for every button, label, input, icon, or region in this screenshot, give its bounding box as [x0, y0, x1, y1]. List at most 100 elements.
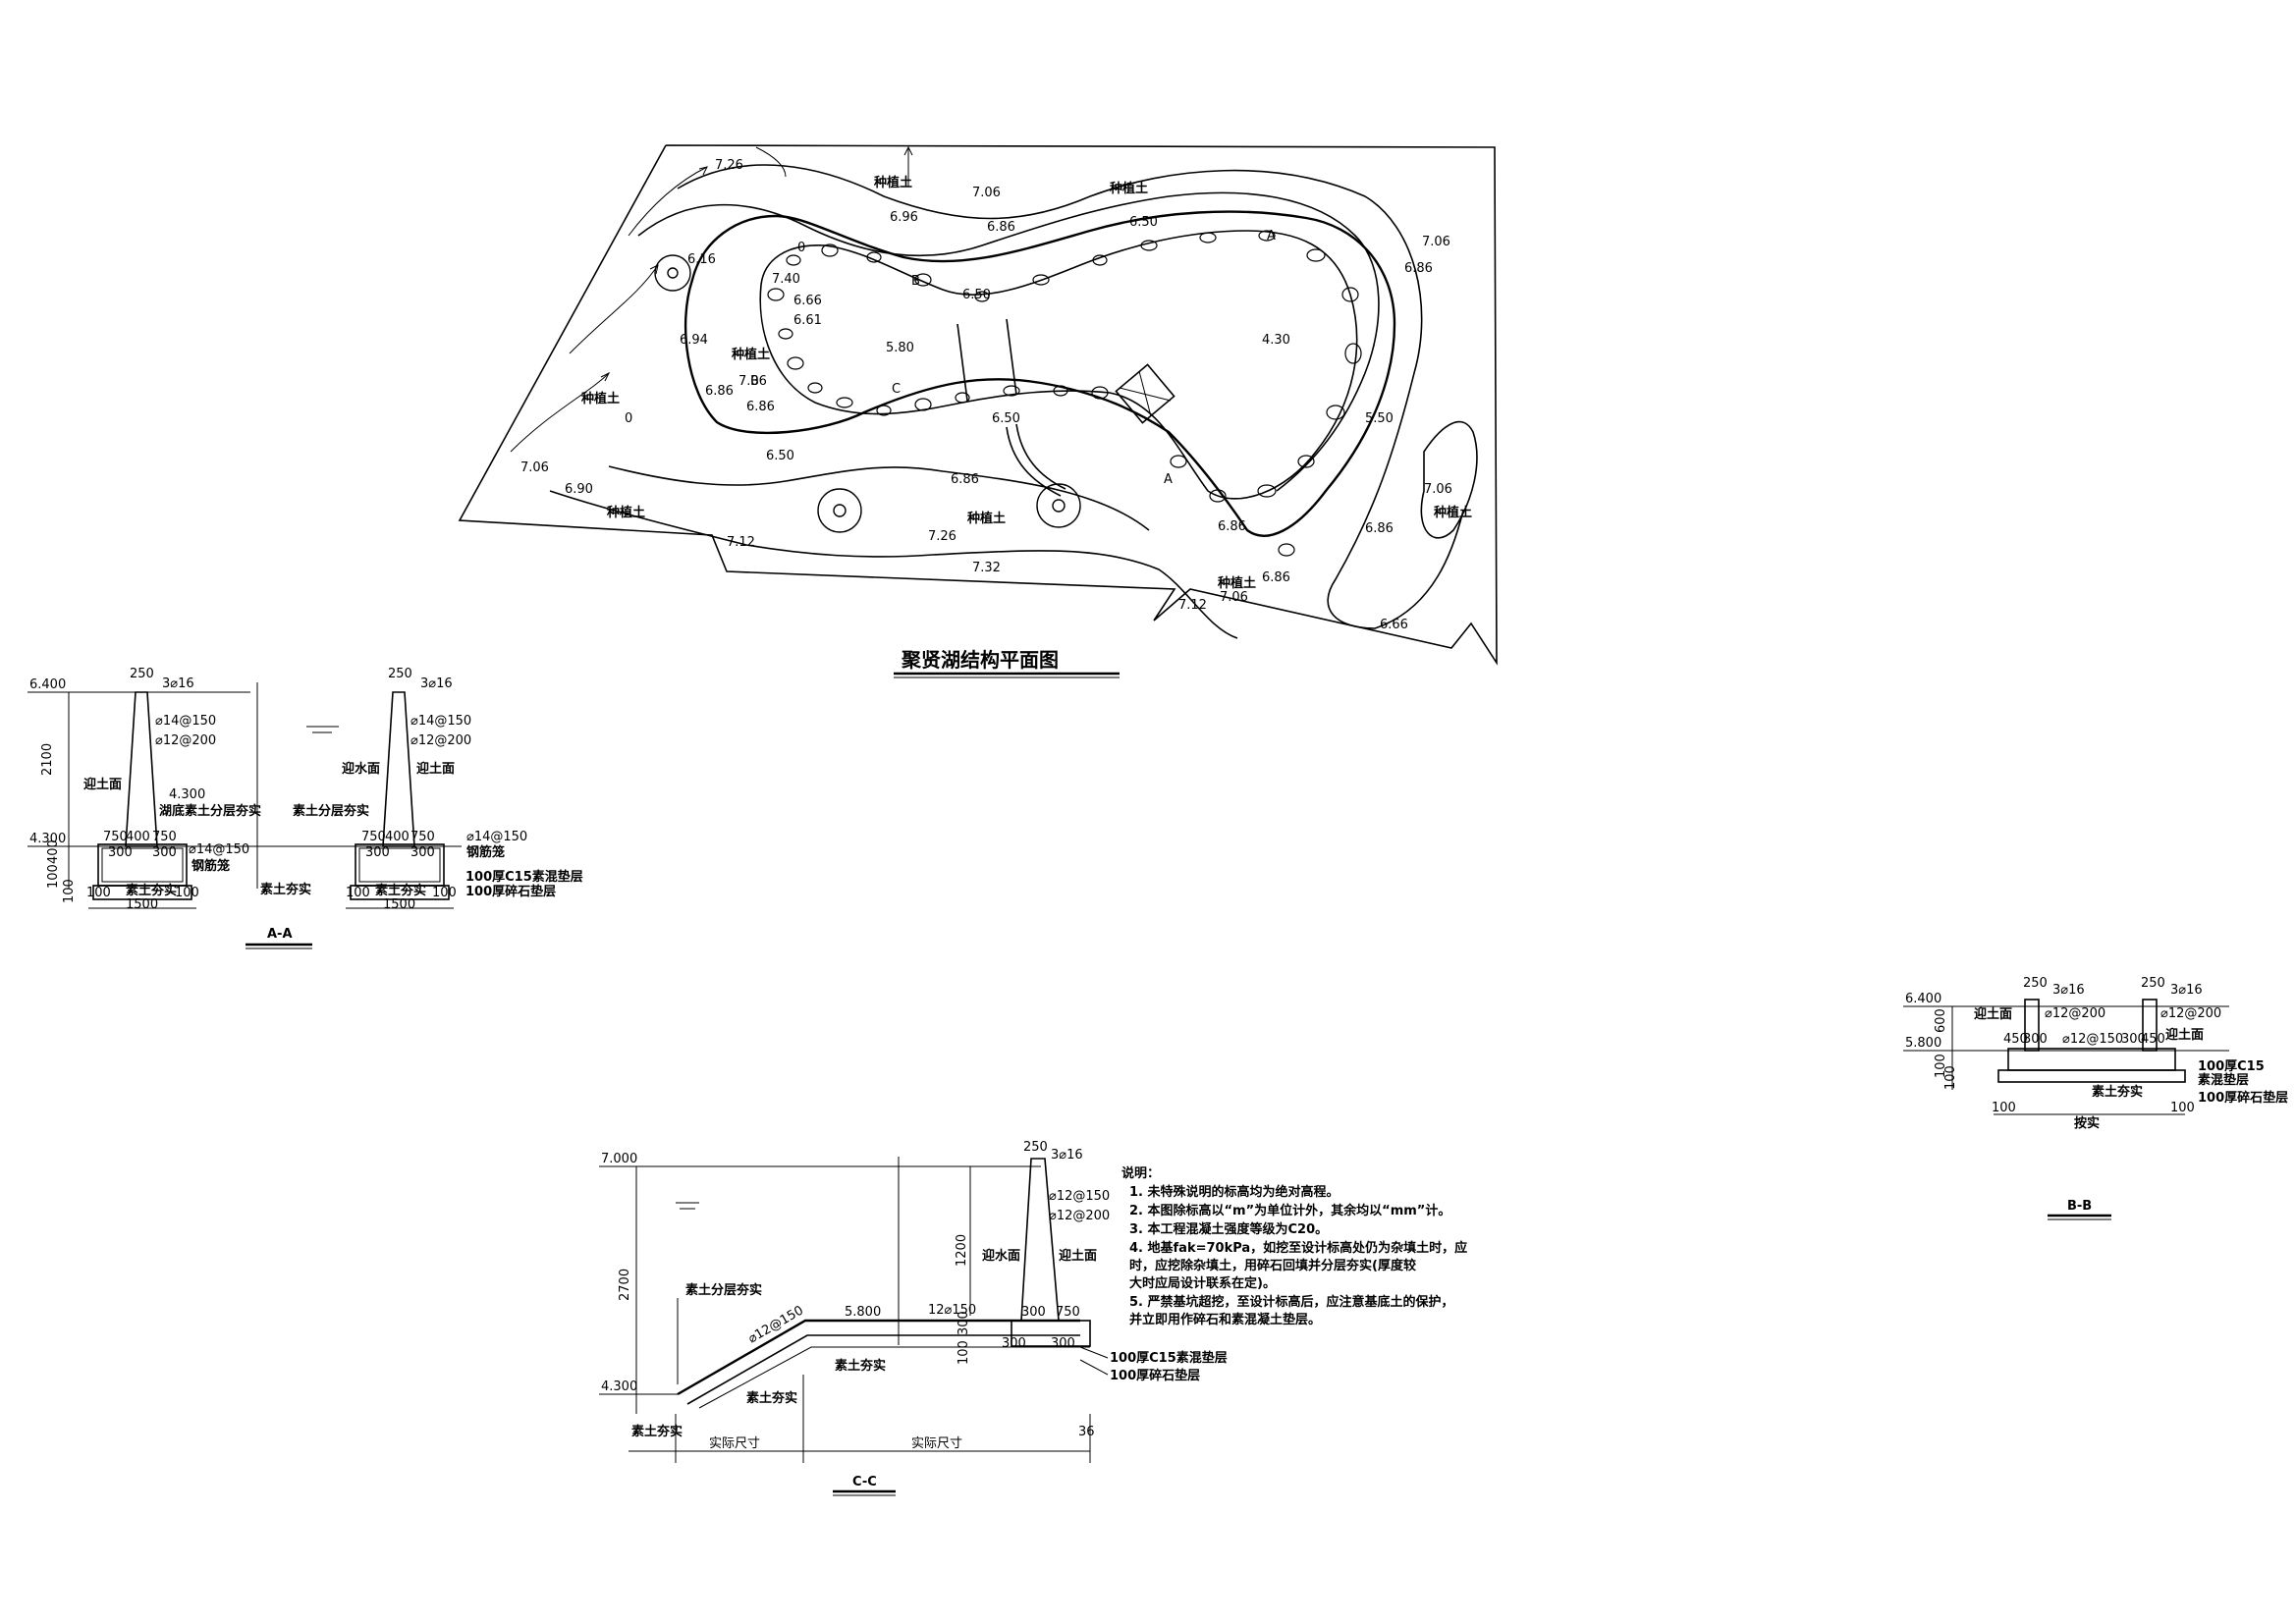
svg-text:300: 300	[1021, 1305, 1046, 1320]
svg-text:6.96: 6.96	[890, 210, 918, 225]
svg-text:C: C	[892, 382, 901, 397]
svg-text:100厚碎石垫层: 100厚碎石垫层	[465, 884, 556, 899]
svg-text:100厚C15素混垫层: 100厚C15素混垫层	[1110, 1350, 1228, 1366]
svg-text:7.26: 7.26	[715, 158, 743, 173]
note-4b: 时，应挖除杂填土，用碎石回填并分层夯实(厚度较	[1129, 1258, 1416, 1273]
svg-text:5.80: 5.80	[886, 341, 914, 355]
note-5: 5. 严禁基坑超挖，至设计标高后，应注意基底土的保护，	[1129, 1294, 1454, 1310]
note-3: 3. 本工程混凝土强度等级为C20。	[1129, 1221, 1328, 1237]
note-4: 4. 地基fak=70kPa，如挖至设计标高处仍为杂填土时，应	[1129, 1240, 1467, 1256]
pavilion	[1115, 363, 1175, 424]
svg-text:3⌀16: 3⌀16	[162, 676, 194, 691]
path-strip-1	[1006, 426, 1062, 497]
svg-text:⌀12@200: ⌀12@200	[2160, 1006, 2221, 1021]
svg-text:300: 300	[2121, 1032, 2146, 1047]
svg-text:钢筋笼: 钢筋笼	[191, 858, 230, 874]
svg-text:种植土: 种植土	[966, 511, 1006, 526]
svg-text:素土夯实: 素土夯实	[375, 883, 426, 898]
svg-text:250: 250	[388, 667, 412, 681]
svg-text:种植土: 种植土	[606, 505, 645, 520]
svg-text:3⌀16: 3⌀16	[2052, 983, 2085, 998]
svg-text:100厚碎石垫层: 100厚碎石垫层	[2198, 1090, 2288, 1106]
svg-text:6.66: 6.66	[793, 294, 822, 308]
section-bb: 6.400 5.800 600 100 100 250 3⌀16 250 3⌀1…	[1903, 976, 2288, 1220]
svg-text:100: 100	[432, 886, 457, 900]
svg-text:实际尺寸: 实际尺寸	[709, 1436, 760, 1451]
svg-text:⌀12@150: ⌀12@150	[1049, 1189, 1110, 1204]
svg-text:种植土: 种植土	[731, 347, 770, 362]
svg-text:1200: 1200	[955, 1234, 969, 1267]
site-boundary	[458, 144, 1498, 666]
plan-title: 聚贤湖结构平面图	[901, 648, 1059, 672]
svg-text:250: 250	[2023, 976, 2048, 991]
svg-text:300: 300	[365, 845, 390, 860]
svg-text:100: 100	[175, 886, 199, 900]
svg-text:素土夯实: 素土夯实	[126, 883, 177, 898]
svg-text:7.06: 7.06	[1422, 235, 1450, 249]
round-planters	[654, 254, 1081, 533]
svg-text:300: 300	[152, 845, 177, 860]
svg-text:0: 0	[625, 411, 632, 426]
svg-text:7.26: 7.26	[928, 529, 957, 544]
elevation-labels: 7.26 7.06 6.96 6.86 6.50 6.16 7.40 6.66 …	[520, 158, 1452, 632]
note-4c: 大时应局设计联系在定)。	[1129, 1275, 1276, 1291]
note-2: 2. 本图除标高以“m”为单位计外，其余均以“mm”计。	[1129, 1203, 1450, 1218]
svg-text:300: 300	[108, 845, 133, 860]
svg-text:300: 300	[410, 845, 435, 860]
svg-text:6.50: 6.50	[962, 288, 991, 302]
bb-left-wall	[2024, 999, 2040, 1052]
section-cc: 7.000 2700 4.300 1200 5.800 ⌀12@150 12⌀1…	[599, 1140, 1228, 1496]
footbridge-left	[957, 323, 968, 402]
lake-edge	[683, 210, 1396, 537]
svg-text:3⌀16: 3⌀16	[1051, 1148, 1083, 1163]
svg-text:450: 450	[2003, 1032, 2028, 1047]
svg-text:素土夯实: 素土夯实	[2092, 1084, 2143, 1100]
svg-text:⌀14@150: ⌀14@150	[410, 714, 471, 729]
svg-text:4.300: 4.300	[169, 787, 205, 802]
svg-text:B: B	[750, 374, 759, 389]
svg-text:100: 100	[1992, 1101, 2016, 1115]
svg-text:600: 600	[1934, 1008, 1948, 1033]
bb-base-slab	[2007, 1048, 2176, 1071]
svg-text:6.90: 6.90	[565, 482, 593, 497]
pond-edge	[759, 230, 1358, 500]
svg-text:750: 750	[152, 830, 177, 844]
svg-text:B: B	[911, 274, 920, 289]
bb-right-wall	[2142, 999, 2158, 1052]
svg-text:7.32: 7.32	[972, 561, 1001, 575]
svg-text:250: 250	[1023, 1140, 1048, 1155]
svg-text:6.66: 6.66	[1380, 618, 1408, 632]
svg-text:种植土: 种植土	[1109, 181, 1148, 196]
svg-text:7.40: 7.40	[772, 272, 800, 287]
aa-title: A-A	[267, 927, 293, 942]
bb-title: B-B	[2067, 1199, 2092, 1214]
svg-text:2100: 2100	[40, 743, 55, 776]
svg-text:素土夯实: 素土夯实	[746, 1390, 797, 1406]
svg-text:7.06: 7.06	[1424, 482, 1452, 497]
svg-text:100: 100	[46, 864, 61, 889]
svg-text:100: 100	[1943, 1065, 1958, 1090]
note-5b: 并立即用作碎石和素混凝土垫层。	[1129, 1312, 1321, 1327]
svg-text:迎土面: 迎土面	[2165, 1027, 2204, 1043]
lower-contour-2	[608, 465, 1150, 531]
svg-text:250: 250	[130, 667, 154, 681]
outer-contour-2	[637, 191, 1380, 492]
svg-text:6.16: 6.16	[687, 252, 716, 267]
svg-text:400: 400	[385, 830, 410, 844]
svg-text:4.300: 4.300	[601, 1380, 637, 1394]
svg-text:100: 100	[86, 886, 111, 900]
svg-text:素土分层夯实: 素土分层夯实	[293, 803, 369, 819]
svg-text:6.86: 6.86	[987, 220, 1015, 235]
svg-text:素土夯实: 素土夯实	[835, 1358, 886, 1374]
svg-text:3⌀16: 3⌀16	[2170, 983, 2203, 998]
svg-text:6.86: 6.86	[746, 400, 775, 414]
svg-text:750: 750	[1056, 1305, 1080, 1320]
svg-text:⌀12@150: ⌀12@150	[2062, 1032, 2123, 1047]
svg-text:100: 100	[957, 1340, 971, 1365]
svg-text:300: 300	[1002, 1336, 1026, 1351]
svg-text:⌀14@150: ⌀14@150	[189, 842, 249, 857]
svg-text:素土分层夯实: 素土分层夯实	[685, 1282, 762, 1298]
svg-text:100厚C15素混垫层: 100厚C15素混垫层	[465, 869, 583, 885]
svg-text:素土夯实: 素土夯实	[631, 1424, 683, 1439]
shore-rocks	[767, 230, 1362, 557]
